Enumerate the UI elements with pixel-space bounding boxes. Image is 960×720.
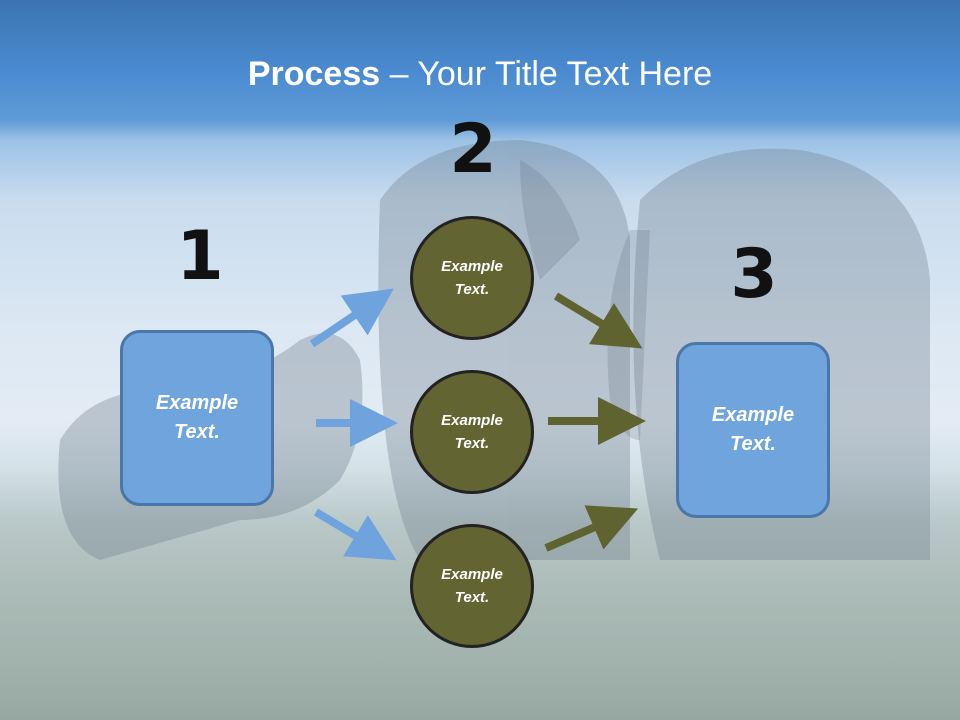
step-number-3: 3 — [730, 235, 778, 314]
slide-title: Process – Your Title Text Here — [0, 52, 960, 96]
circle-top-text: Example Text. — [441, 258, 503, 298]
arrow-1-to-top — [309, 288, 394, 348]
circle-top: Example Text. — [410, 216, 534, 340]
title-bold: Process — [247, 55, 381, 93]
end-box-text: Example Text. — [711, 404, 795, 455]
step-number-2: 2 — [449, 110, 497, 189]
start-box-text: Example Text. — [155, 392, 239, 443]
circle-middle: Example Text. — [410, 370, 534, 494]
end-box: Example Text. — [676, 342, 830, 518]
start-box: Example Text. — [120, 330, 274, 506]
circle-bottom-text: Example Text. — [441, 566, 503, 606]
arrow-top-to-3 — [553, 292, 643, 349]
circle-middle-text: Example Text. — [441, 412, 503, 452]
arrow-bottom-to-3 — [544, 505, 639, 552]
step-number-1: 1 — [176, 217, 224, 296]
arrow-1-to-bottom — [313, 508, 397, 561]
circle-bottom: Example Text. — [410, 524, 534, 648]
title-rest: – Your Title Text Here — [380, 55, 713, 93]
